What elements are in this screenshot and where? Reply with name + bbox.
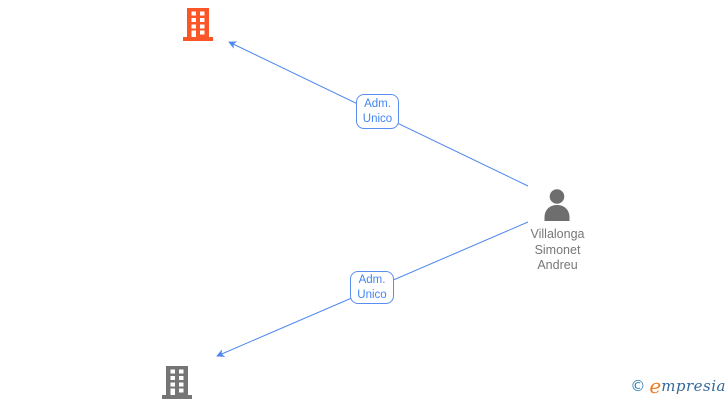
edge-label-adm-unico-bottom[interactable]: Adm. Unico [350,271,394,304]
empresia-watermark-logo: © e mpresia [630,374,726,398]
company-bottom-building-icon[interactable] [162,366,192,399]
brand-initial: e [649,374,662,398]
edge-label-line: Adm. [364,97,391,110]
building-windows [191,11,205,37]
person-name-line: Simonet [534,242,581,257]
edge-label-line: Adm. [358,273,386,286]
person-name-line: Villalonga [530,227,585,241]
person-name-line: Andreu [537,258,578,272]
company-top-building-icon[interactable] [183,8,213,41]
brand-text: mpresia [661,377,726,395]
copyright-icon: © [630,377,646,395]
person-silhouette-icon[interactable] [542,189,572,221]
building-windows [170,369,184,395]
edge-label-adm-unico-top[interactable]: Adm. Unico [356,94,399,129]
person-name[interactable]: Villalonga Simonet Andreu [505,227,610,274]
edge-label-line: Unico [362,112,393,125]
edge-label-line: Unico [357,288,387,301]
